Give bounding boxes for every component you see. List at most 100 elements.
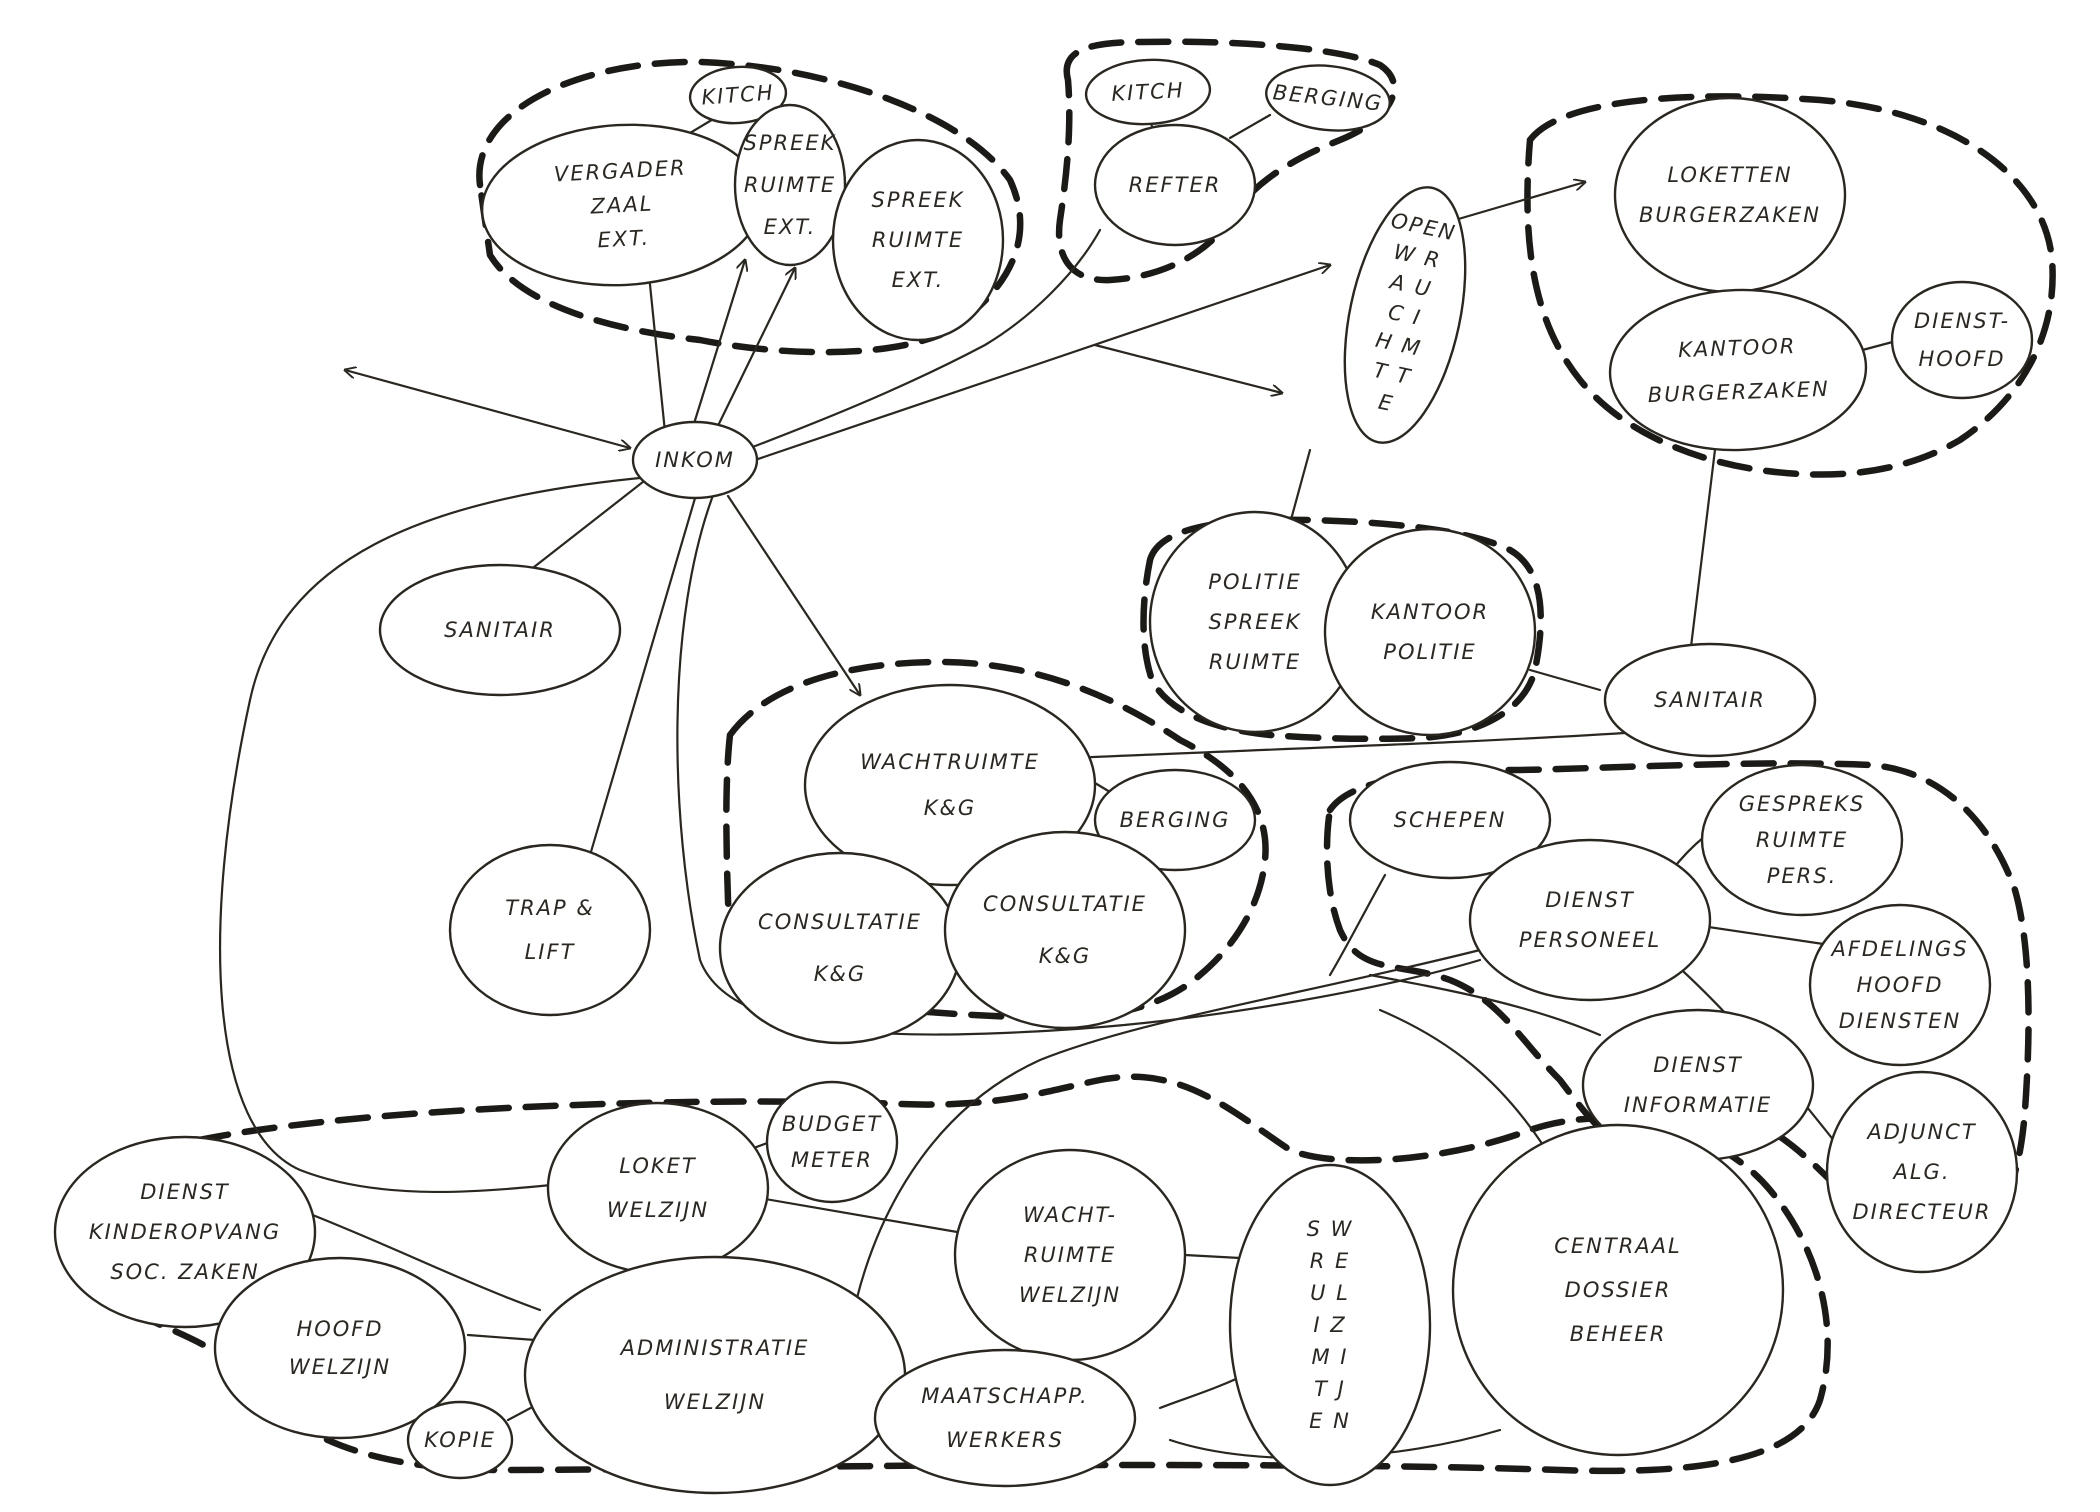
link-berging1-refter xyxy=(1228,113,1272,140)
room-label: K&G xyxy=(1039,944,1091,968)
room-label: WACHT- xyxy=(1023,1203,1117,1227)
zone-personeel xyxy=(1323,760,2032,1246)
link-pers-afdeling xyxy=(1693,923,1832,947)
room-label: RUIMTE xyxy=(1209,650,1301,674)
room-label: METER xyxy=(791,1148,873,1172)
room-bubble xyxy=(803,683,1097,887)
link-inkom-spreek1 xyxy=(690,260,745,432)
room-label: R E xyxy=(1310,1249,1351,1273)
room-label: ALG. xyxy=(1891,1160,1950,1184)
link-inkom-loket-welzijn xyxy=(219,476,642,1193)
room-label: EXT. xyxy=(597,226,651,253)
room-label: DIENST xyxy=(1545,888,1635,912)
room-label: SPREEK xyxy=(1209,610,1302,634)
room-trap: TRAP & LIFT xyxy=(448,843,652,1017)
link-wacht-spreek xyxy=(1183,1253,1242,1260)
room-bubble xyxy=(406,1400,514,1480)
room-bubble xyxy=(831,138,1005,342)
room-label: S W xyxy=(1307,1217,1354,1241)
link-inkom-open xyxy=(753,265,1330,462)
room-layer: KITCHVERGADERZAALEXT.SPREEKRUIMTEEXT.SPR… xyxy=(53,58,2034,1495)
room-bubble xyxy=(1700,763,1904,917)
room-label: BUDGET xyxy=(782,1112,882,1136)
room-label: EXT. xyxy=(764,215,817,239)
room-sanitair2: SANITAIR xyxy=(1603,642,1817,758)
room-sanitair1: SANITAIR xyxy=(378,563,622,697)
room-label: SCHEPEN xyxy=(1394,808,1507,832)
room-label: HOOFD xyxy=(1918,347,2005,371)
room-berging2: BERGING xyxy=(1093,768,1257,872)
zone-refter xyxy=(1055,38,1398,284)
room-label: WELZIJN xyxy=(607,1198,709,1222)
room-bubble xyxy=(53,1135,317,1329)
link-dossier-pers xyxy=(1378,1008,1547,1150)
room-label: I Z xyxy=(1313,1313,1346,1337)
room-bubble xyxy=(1265,64,1391,132)
link-pers-info xyxy=(1368,973,1602,1037)
room-label: KITCH xyxy=(701,80,776,109)
room-label: WELZIJN xyxy=(664,1390,766,1414)
room-bubble xyxy=(1093,123,1257,247)
room-label: SANITAIR xyxy=(1654,688,1766,712)
room-label: WELZIJN xyxy=(289,1355,391,1379)
room-berging1: BERGING xyxy=(1265,64,1391,132)
room-bubble xyxy=(733,103,847,267)
room-label: DIENST xyxy=(140,1180,230,1204)
room-kopie: KOPIE xyxy=(406,1400,514,1480)
link-inkom-sanitair1 xyxy=(520,476,650,578)
room-bubble xyxy=(448,843,652,1017)
room-bubble xyxy=(688,65,788,125)
zone-burgerzaken xyxy=(1524,93,2056,478)
room-bubble xyxy=(1603,642,1817,758)
link-open-loketten xyxy=(1453,182,1585,222)
room-label: PERSONEEL xyxy=(1519,928,1661,952)
link-sanitair-wachtkg xyxy=(1068,730,1642,760)
room-bubble xyxy=(1468,838,1712,1002)
room-label: REFTER xyxy=(1129,173,1222,197)
room-maatschap: MAATSCHAPP.WERKERS xyxy=(873,1348,1137,1488)
room-kitch1: KITCH xyxy=(688,65,788,125)
link-inkom-spreek2 xyxy=(710,268,795,440)
room-label: DOSSIER xyxy=(1565,1278,1672,1302)
room-inkom: INKOM xyxy=(631,420,759,500)
room-label: TRAP & xyxy=(505,896,595,920)
room-bubble xyxy=(1348,760,1552,880)
room-label: T J xyxy=(1314,1377,1346,1401)
link-kinderopvang-admin xyxy=(298,1208,542,1312)
room-label: INKOM xyxy=(655,448,735,472)
room-kitch2: KITCH xyxy=(1084,58,1212,126)
room-label: E xyxy=(1376,390,1396,417)
link-inkom-wachtkg xyxy=(726,494,860,695)
room-bubble xyxy=(378,563,622,697)
room-bubble xyxy=(943,830,1187,1030)
room-label: U L xyxy=(1310,1281,1350,1305)
room-bubble xyxy=(1228,1163,1432,1487)
room-label: BURGERZAKEN xyxy=(1639,203,1821,227)
room-label: DIENST- xyxy=(1914,309,2010,333)
room-label: CONSULTATIE xyxy=(983,892,1147,916)
room-bubble xyxy=(1613,96,1847,294)
room-label: LIFT xyxy=(525,940,576,964)
room-label: RUIMTE xyxy=(744,173,836,197)
room-label: BERGING xyxy=(1120,808,1231,832)
room-label: POLITIE xyxy=(1208,570,1301,594)
room-diensthoofd: DIENST- HOOFD xyxy=(1890,280,2034,400)
room-bubble xyxy=(1093,768,1257,872)
room-label: WACHTRUIMTE xyxy=(860,750,1040,774)
room-label: WELZIJN xyxy=(1019,1283,1121,1307)
room-label: RUIMTE xyxy=(872,228,964,252)
room-bubble xyxy=(1084,58,1212,126)
room-bubble xyxy=(1343,186,1467,444)
room-label: AFDELINGS xyxy=(1829,937,1968,961)
room-bubble xyxy=(1890,280,2034,400)
room-bubble xyxy=(765,1080,899,1204)
